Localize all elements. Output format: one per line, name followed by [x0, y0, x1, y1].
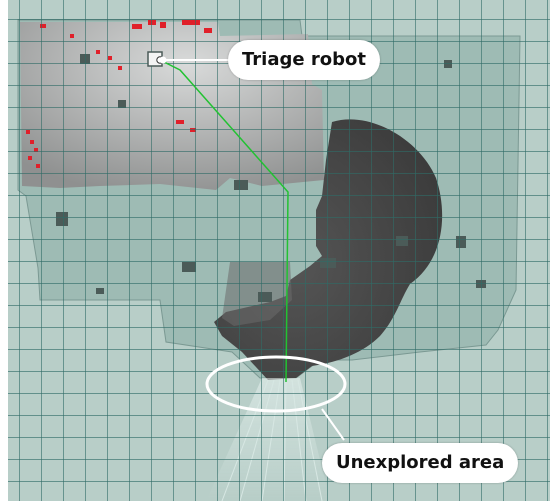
unexplored-callout-label: Unexplored area [322, 443, 519, 483]
unexplored-callout-connector [321, 408, 345, 441]
robot-callout-dot [159, 56, 167, 64]
robot-path-line [159, 59, 289, 383]
robot-callout-label: Triage robot [228, 40, 380, 80]
robot-marker-icon [147, 51, 164, 67]
map-grid [8, 0, 550, 501]
unexplored-highlight-ellipse [205, 355, 347, 413]
